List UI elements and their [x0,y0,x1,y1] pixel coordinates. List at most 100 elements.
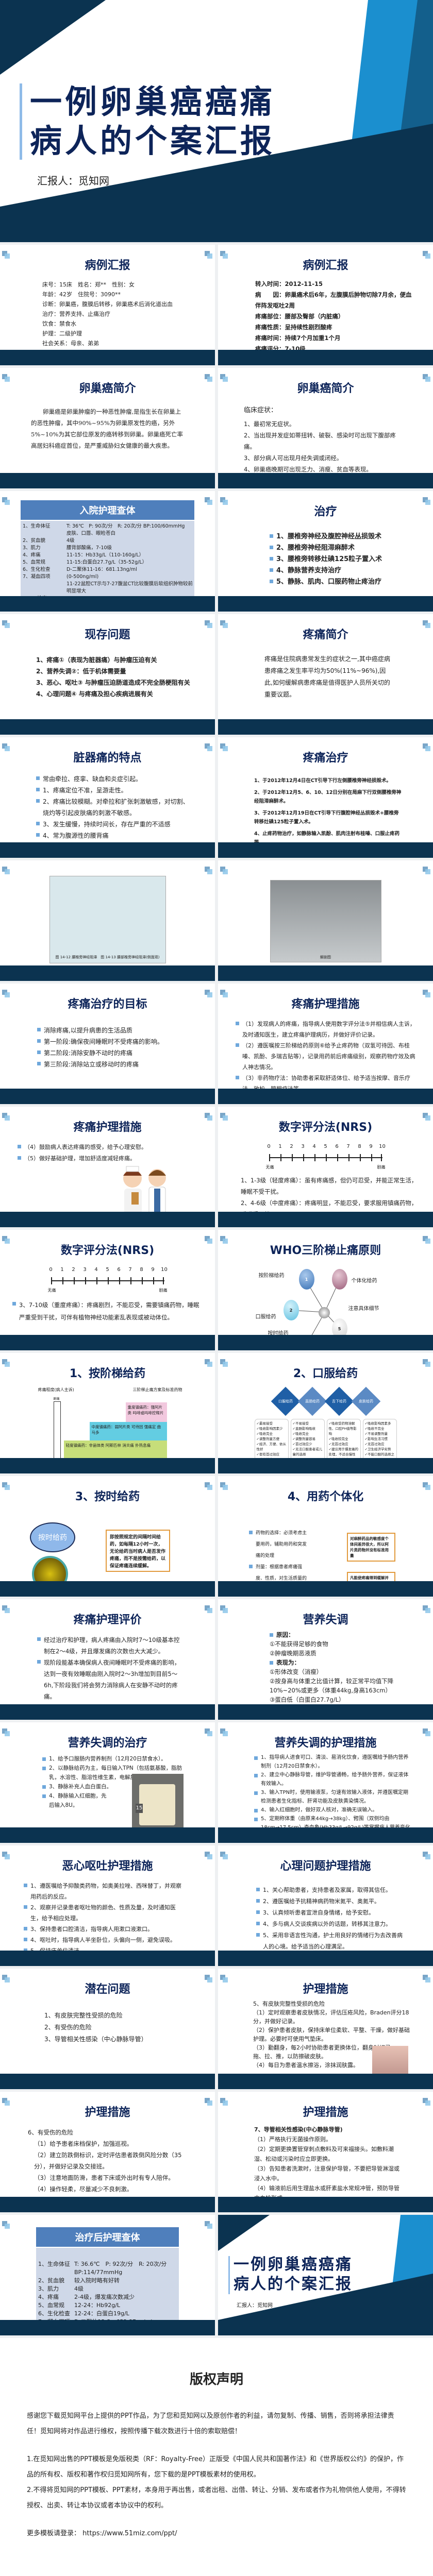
slide-pain-care-2[interactable]: 疼痛护理措施 （4）鼓励病人表达疼痛的感受，给予心理安慰。 （5）做好基础护理，… [0,1107,215,1227]
end-title-line: 病人的个案汇报 [234,2275,353,2293]
corner-squares-icon [423,251,431,259]
care-item: （4）鼓励病人表达疼痛的感受，给予心理安慰。 [18,1142,215,1153]
route-card: ✓不易接受✓直肠影响吸收✓吸收完全✓调整剂量容易✓首过效应少✓无法口服患者或儿童… [290,1419,325,1465]
corner-squares-icon [2,1728,10,1737]
slide-footer [0,1581,215,1597]
slide-title: 脏器痛的特点 [73,752,142,765]
slide-footer [0,473,215,488]
corner-squares-icon [220,497,228,505]
scale-label-min: 无痛 [265,1165,274,1170]
cause-item: ②肿瘤晚期恶液质 [270,1650,317,1657]
scale-number: 3 [301,1144,305,1149]
slide-nrs-1[interactable]: 数字评分法(NRS) 0 1 2 3 4 5 6 7 8 9 10 无痛 剧痛 … [218,1107,433,1227]
pain-treat-item: 3、于2012年12月19日在CT引导下行腹腔神经丛损毁术+腰椎旁转移灶碘125… [254,810,399,825]
copyright-page: 版权声明 感谢您下载觅知网平台上提供的PPT作品，为了您和觅知网以及原创作者的利… [0,2338,433,2576]
end-title: 一例卵巢癌癌痛 病人的个案汇报 [234,2255,353,2294]
slide-who-ladder[interactable]: WHO三阶梯止痛原则 1 2 3 5 按阶梯给药 口服给药 按时给药 个体化给药… [218,1230,433,1350]
corner-squares-icon [220,743,228,752]
slide-visceral-pain[interactable]: 脏器痛的特点 常由牵拉、痉挛、缺血和炎症引起。 1、疼痛定位不准，呈游走性。 2… [0,737,215,858]
slide-footer [218,965,433,981]
cell-value: 皮肤、口唇、眼睑苍白 [66,531,116,536]
slide-footer [0,596,215,612]
slide-treatment[interactable]: 治疗 1、腰椎旁神经及腹腔神经丛损毁术 2、腰椎旁神经阻滞麻醉术 3、腰椎旁转移… [218,491,433,612]
nut-care-item: 4、输入红细胞时，做好双人核对，准确无误输入。 [254,1806,412,1815]
slide-malnutrition[interactable]: 营养失调 原因： ①不能获得足够的食物 ②肿瘤晚期恶液质 表现为： ①形体改变（… [218,1599,433,1720]
potential-item: 2、有受伤的危险 [44,2024,92,2031]
cell-value: 4级 [66,538,75,544]
slide-timed-dosing[interactable]: 3、按时给药 按时给药 即按照规定的间隔时间给药，如每隔12小时一次，无论给药当… [0,1476,215,1597]
cell-value: (0-500ng/ml) [66,574,99,580]
who-node-label: 按时给药 [268,1331,289,1336]
anatomy-photo-image: 解剖图 [270,880,381,962]
corner-squares-icon [205,743,213,752]
slide-title: 病例汇报 [303,259,348,272]
cell-key: 7、凝血四项 [23,574,51,580]
corner-squares-icon [2,251,10,259]
route-label: 口服给药 [278,1399,293,1403]
cell-value: 12-24：白蛋白19g/L [74,2310,129,2317]
slide-pain-goals[interactable]: 疼痛治疗的目标 消除疼痛,以提升病患的生活品质 第一阶段:确保夜间睡眠时不受疼痛… [0,984,215,1104]
slide-title: 卵巢癌简介 [297,382,354,395]
slide-title: 疼痛简介 [303,629,348,641]
slide-individualized[interactable]: 4、用药个体化 药物的选择：必须考虑主要用药，辅助用药和突发痛的处理 剂量：根据… [218,1476,433,1597]
scale-number: 6 [117,1267,121,1273]
cover-title: 一例卵巢癌癌痛 病人的个案汇报 [30,82,275,161]
slide-title: 数字评分法(NRS) [278,1121,373,1134]
slide-anatomy-image-1[interactable]: 图 14-12 腰椎旁神经阻滞 图 14-13 腰部椎旁神经阻滞(侧面观) [0,860,215,981]
slide-oral-dosing[interactable]: 2、口服给药 口服给药 直肠给药 舌下给药 皮肤给药 ✓最易接受✓吸收影响因素少… [218,1353,433,1473]
corner-squares-icon [205,1605,213,1614]
goal-item: 第一阶段:确保夜间睡眠时不受疼痛的影响。 [37,1036,215,1047]
slide-pain-treatment[interactable]: 疼痛治疗 1、于2012年12月4日在CT引导下行左侧腰椎旁神经损毁术。 2、于… [218,737,433,858]
slide-nutrition-treatment[interactable]: 营养失调的治疗 1、给予口服肠内营养制剂（12月20日禁食水）。 2、以静脉给药… [0,1722,215,1843]
scale-number: 1 [60,1267,64,1273]
slide-pain-evaluation[interactable]: 疼痛护理评价 经过治疗和护理，病人疼痛由入院时7～10级基本控制在2～4级，并且… [0,1599,215,1720]
slide-footer [218,1335,433,1350]
slide-nausea-care[interactable]: 恶心呕吐护理措施 1、遵医嘱给予抑酸类药物，如奥美拉唑、西咪替丁，并观察用药后的… [0,1845,215,1966]
slide-pain-intro[interactable]: 疼痛简介 疼痛是住院病患常发生的症状之一,其中癌症病患疼痛之发生率平均为50%(… [218,614,433,735]
slide-ovarian-intro-1[interactable]: 卵巢癌简介 卵巢癌是卵巢肿瘤的一种恶性肿瘤,是指生长在卵巢上的恶性肿瘤，其中90… [0,368,215,488]
slide-footer [0,2320,215,2335]
cell-key [37,2268,73,2277]
corner-squares-icon [423,374,431,382]
slide-potential-problems[interactable]: 潜在问题 1、有皮肤完整性受损的危险 2、有受伤的危险 3、导管相关性感染（中心… [0,1969,215,2089]
slide-psych-care[interactable]: 心理问题护理措施 1、关心帮助患者，支持患者及家属，取得其信任。 2、遵医嘱给予… [218,1845,433,1966]
slide-care-skin[interactable]: 护理措施 5、有皮肤完整性受损的危险 （1）定时观察患者皮肤情况，评估压疮风险，… [218,1969,433,2089]
cover-slide: 一例卵巢癌癌痛 病人的个案汇报 汇报人：觅知网 [0,0,433,242]
info-line: 疼痛部位：腰部及臀部（内脏痛） [255,313,344,320]
slide-footer [218,1212,433,1227]
pain-treat-item: 2、于2012年12月5、6、10、12日分别在局麻下行双侧腰椎旁神经阻滞麻醉术… [254,790,402,804]
copyright-title: 版权声明 [189,2372,243,2387]
problem-item: 4、心理问题④ 与疼痛及担心疾病进展有关 [36,690,153,698]
scale-number: 2 [72,1267,75,1273]
individual-item: 药物的选择：必须考虑主要用药，辅助用药和突发痛的处理 [249,1528,311,1562]
slide-title: 营养失调的护理措施 [274,1737,377,1750]
scale-number: 7 [346,1144,350,1149]
slide-nrs-2[interactable]: 数字评分法(NRS) 0 1 2 3 4 5 6 7 8 9 10 无痛 剧痛 … [0,1230,215,1350]
slide-pain-care-1[interactable]: 疼痛护理措施 （1）发现病人的疼痛，指导病人使用数字评分法⑤并相信病人主诉，及时… [218,984,433,1104]
slide-nutrition-care[interactable]: 营养失调的护理措施 1、指导病人进食可口、清淡、易消化饮食，遵医嘱给予肠内营养制… [218,1722,433,1843]
slide-ovarian-intro-2[interactable]: 卵巢癌简介 临床症状： 1、最初常无症状。 2、当出现并发症如蒂扭转、破裂、感染… [218,368,433,488]
timed-callout: 即按照规定的间隔时间给药，如每隔12小时一次，无论给药当时病人是否发作疼痛，而不… [106,1530,170,1572]
decor-triangle [218,2215,270,2251]
slide-footer [0,1089,215,1104]
care-item: （3）告知患者洗漱时，注意保护导管，不要把导管淋湿或浸入水中。 [254,2165,399,2182]
slide-end-cover[interactable]: 一例卵巢癌癌痛 病人的个案汇报 汇报人：觅知网 [218,2215,433,2335]
info-line: 饮食：禁食水 [42,320,76,327]
slide-step-dosing[interactable]: 1、按阶梯给药 疼痛程度(病人主诉) 三阶梯止痛方案及标准药物 剧痛 无痛 重度… [0,1353,215,1473]
accent-bar [20,83,22,160]
slide-current-problems[interactable]: 现存问题 1、疼痛①（表现为脏器痛）与肿瘤压迫有关 2、营养失调②：低于机体需要… [0,614,215,735]
slide-care-catheter[interactable]: 护理措施 7、导管相关性感染(中心静脉导管) （1）严格执行无菌操作原则。 （2… [218,2092,433,2212]
care-item: （1）给予患者床档保护，加强巡视。 [34,2140,133,2147]
slide-footer [218,596,433,612]
more-templates-link[interactable]: 更多模板请登录： https://www.51miz.com/ppt/ [27,2530,177,2537]
cause-item: ①不能获得足够的食物 [270,1640,328,1648]
slide-case-report-2[interactable]: 病例汇报 转入时间：2012-11-15 病 因：卵巢癌术后6年，左腹膜后肿物切… [218,245,433,365]
slide-anatomy-image-2[interactable]: 解剖图 [218,860,433,981]
corner-squares-icon [220,1852,228,1860]
slide-care-injury[interactable]: 护理措施 6、有受伤的危险 （1）给予患者床档保护，加强巡视。 （2）建立防跌倒… [0,2092,215,2212]
slide-footer [0,2197,215,2212]
slide-case-report-1[interactable]: 病例汇报 床号：15床 姓名：郑** 性别：女 年龄：42岁 住院号：3090*… [0,245,215,365]
slide-footer [0,1704,215,1720]
